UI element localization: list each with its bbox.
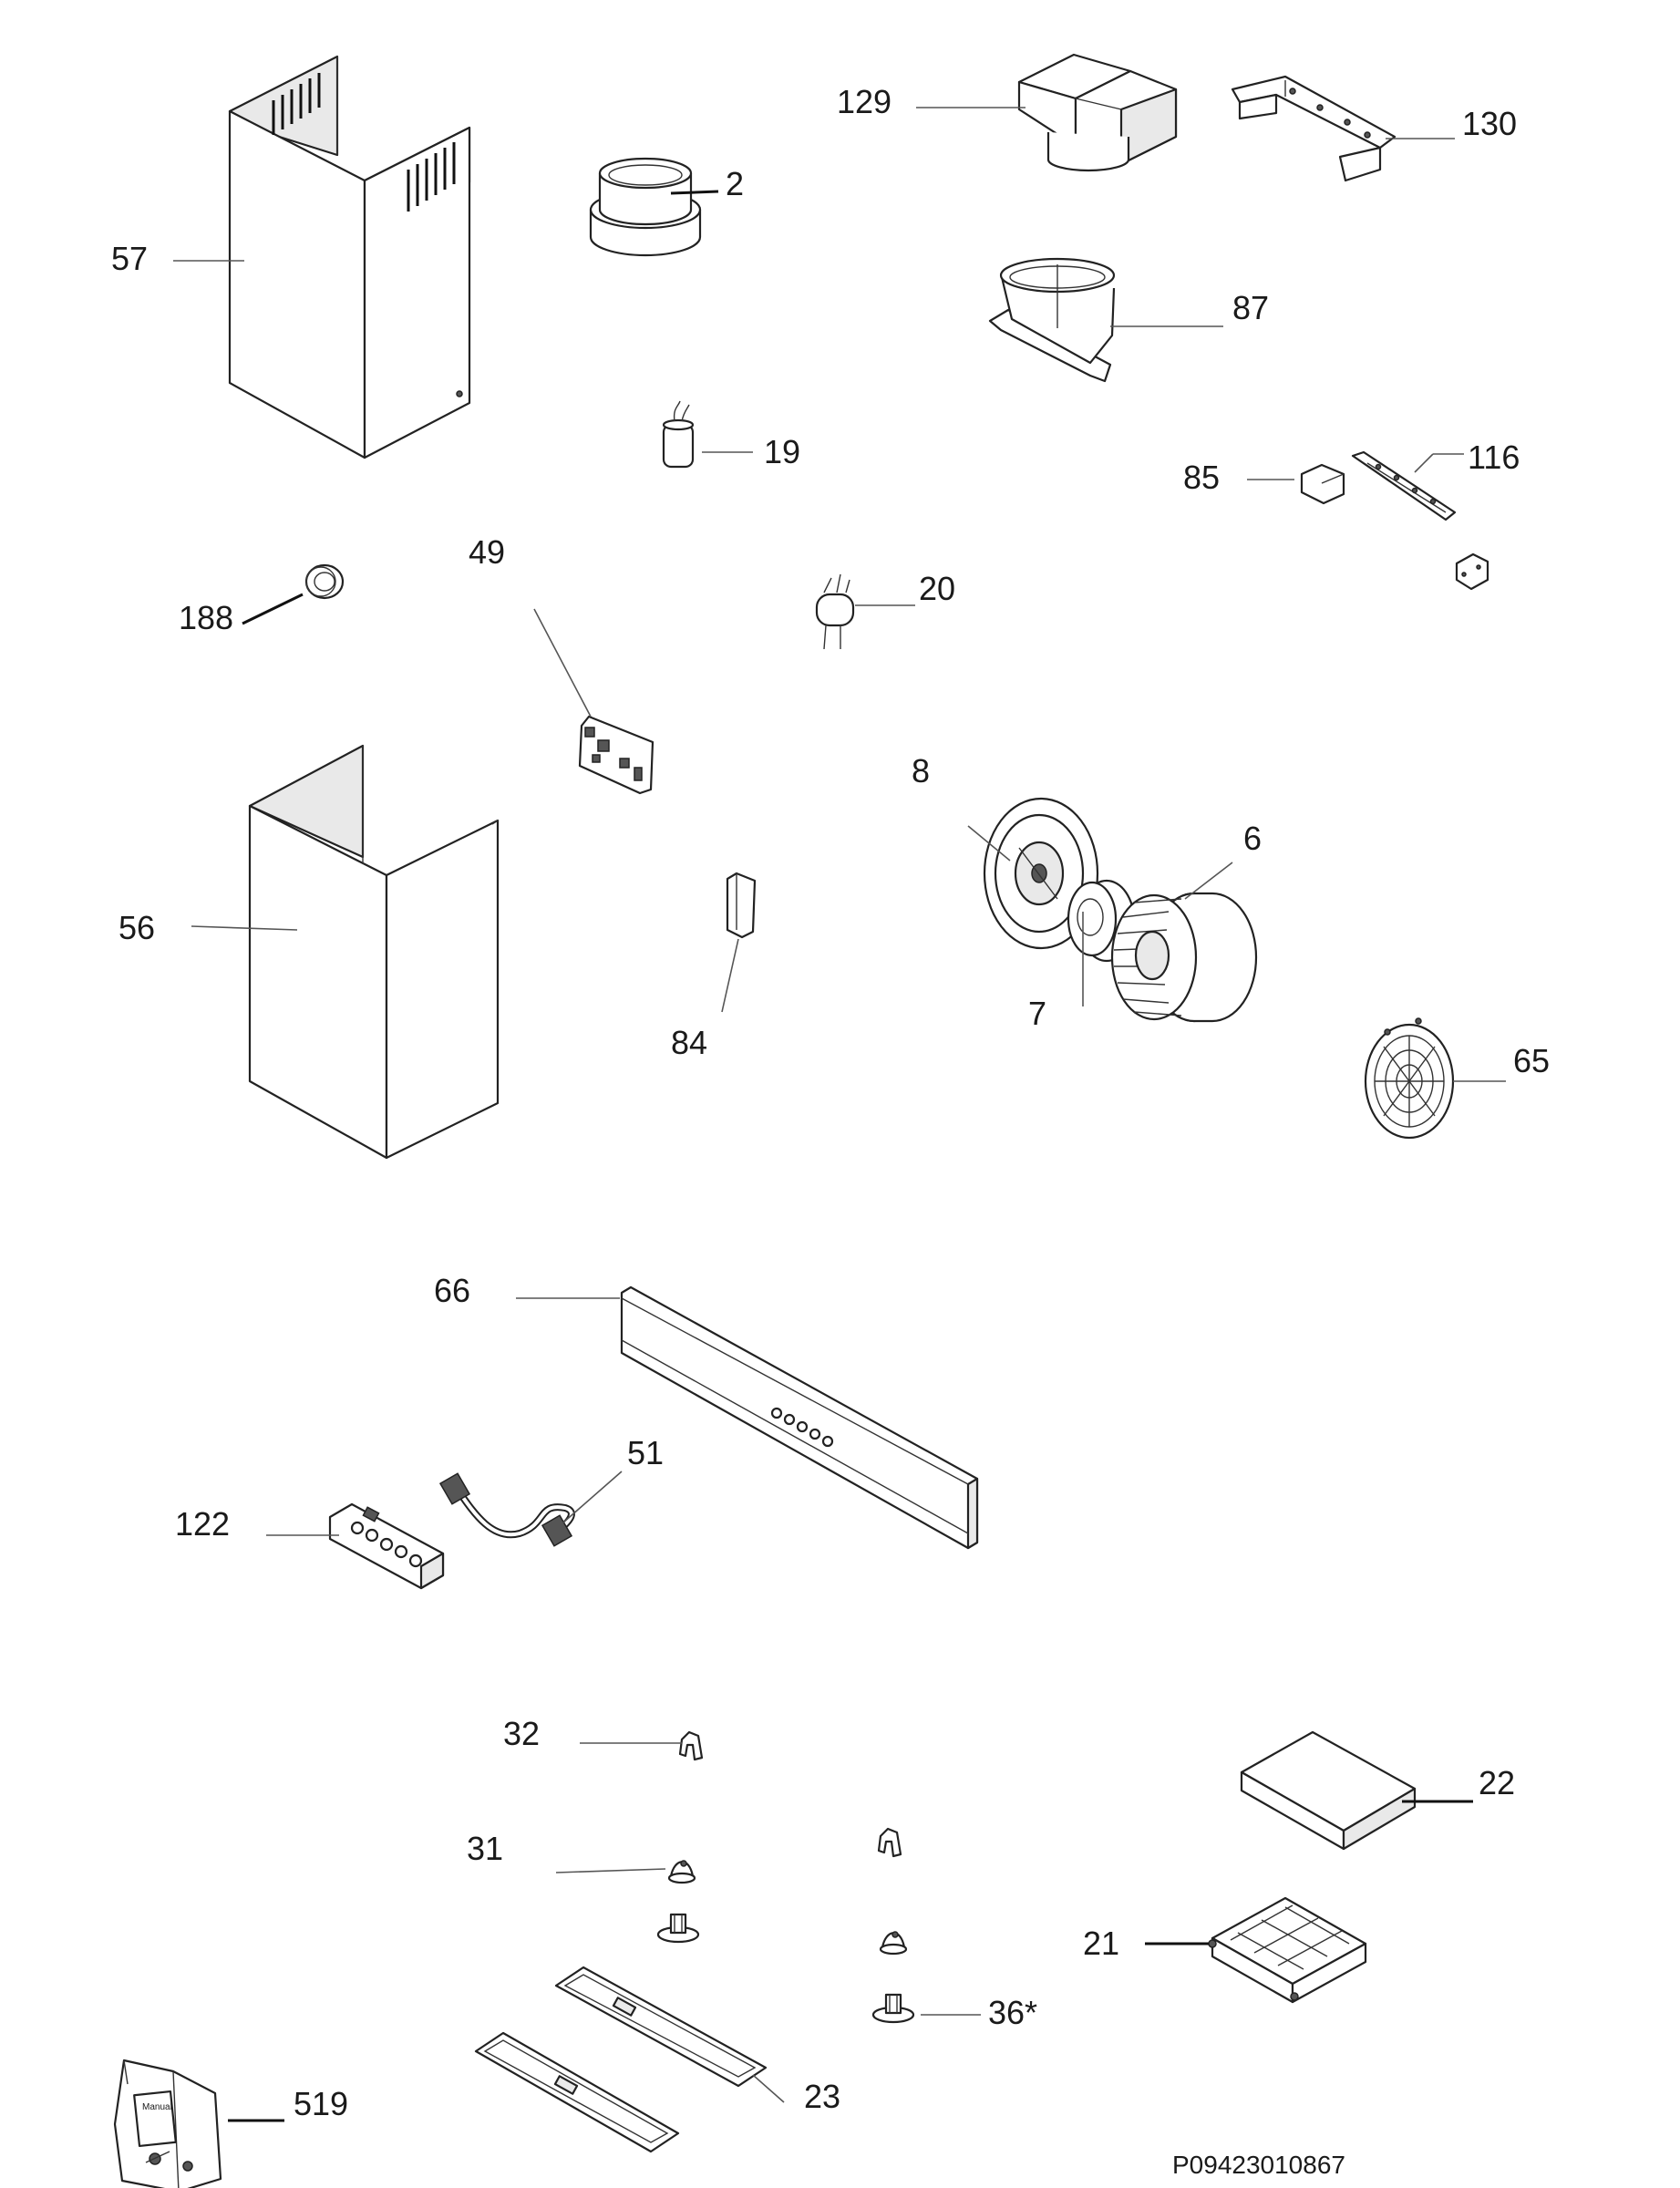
control-buttons <box>770 1407 834 1448</box>
part-23-grease-filter-back <box>554 1966 768 2088</box>
label-2: 2 <box>726 165 744 202</box>
part-57-upper-chimney <box>228 55 471 459</box>
part-56-lower-chimney <box>248 744 500 1160</box>
label-49: 49 <box>469 533 505 571</box>
label-130: 130 <box>1462 105 1517 142</box>
part-2-duct-collar <box>589 157 702 257</box>
vent-slots-left <box>272 73 321 135</box>
label-122: 122 <box>175 1505 230 1543</box>
diagram-code: P09423010867 <box>1172 2151 1345 2179</box>
label-21: 21 <box>1083 1925 1119 1962</box>
label-66: 66 <box>434 1272 470 1309</box>
label-519: 519 <box>294 2085 348 2122</box>
label-20: 20 <box>919 570 955 607</box>
label-36: 36* <box>988 1994 1037 2031</box>
label-8: 8 <box>912 752 930 790</box>
part-85-switch <box>1300 463 1345 505</box>
vent-slots-right <box>407 142 456 212</box>
part-32-lamp-clip <box>678 1730 704 1761</box>
label-116: 116 <box>1468 439 1520 476</box>
manual-label: Manual <box>142 2102 172 2112</box>
part-20-capacitor <box>815 573 855 650</box>
label-23: 23 <box>804 2078 840 2115</box>
label-7: 7 <box>1028 995 1046 1032</box>
part-87-duct-adapter <box>988 257 1116 383</box>
part-129-air-diverter <box>1017 53 1178 172</box>
part-49-pcb <box>578 715 654 795</box>
lamp-holder-left <box>656 1913 700 1944</box>
label-31: 31 <box>467 1830 503 1867</box>
part-21-filter-frame <box>1208 1896 1367 2004</box>
part-122-switch-block <box>328 1502 445 1590</box>
lamp-clip-right <box>877 1827 902 1858</box>
label-22: 22 <box>1479 1764 1515 1801</box>
part-188-grommet <box>304 563 345 600</box>
part-519-accessory-bag: Manual <box>113 2059 222 2188</box>
part-19-capacitor <box>662 400 695 469</box>
label-87: 87 <box>1232 289 1269 326</box>
part-116-rail <box>1351 450 1457 521</box>
label-84: 84 <box>671 1024 707 1061</box>
label-6: 6 <box>1243 820 1262 857</box>
part-31-lamp-lens <box>667 1860 696 1884</box>
part-51-cable <box>438 1472 575 1547</box>
part-22-charcoal-filter <box>1240 1730 1417 1851</box>
part-36-lamp-holder <box>871 1993 915 2024</box>
label-19: 19 <box>764 433 800 470</box>
label-188: 188 <box>179 599 233 636</box>
part-84-terminal <box>726 872 757 939</box>
label-85: 85 <box>1183 459 1220 496</box>
label-51: 51 <box>627 1434 664 1471</box>
small-clip-bracket <box>1455 552 1489 591</box>
part-6-fan-wheel <box>1110 892 1258 1023</box>
label-57: 57 <box>111 240 148 277</box>
part-66-front-panel <box>620 1285 979 1550</box>
part-8-motor-plate <box>983 797 1099 950</box>
part-23-grease-filter-front <box>474 2031 680 2153</box>
part-130-mounting-bracket <box>1231 75 1397 182</box>
label-129: 129 <box>837 83 892 120</box>
label-32: 32 <box>503 1715 540 1752</box>
lamp-lens-right <box>879 1931 908 1956</box>
label-56: 56 <box>119 909 155 946</box>
part-65-fan-guard <box>1364 1017 1455 1140</box>
label-65: 65 <box>1513 1042 1550 1079</box>
